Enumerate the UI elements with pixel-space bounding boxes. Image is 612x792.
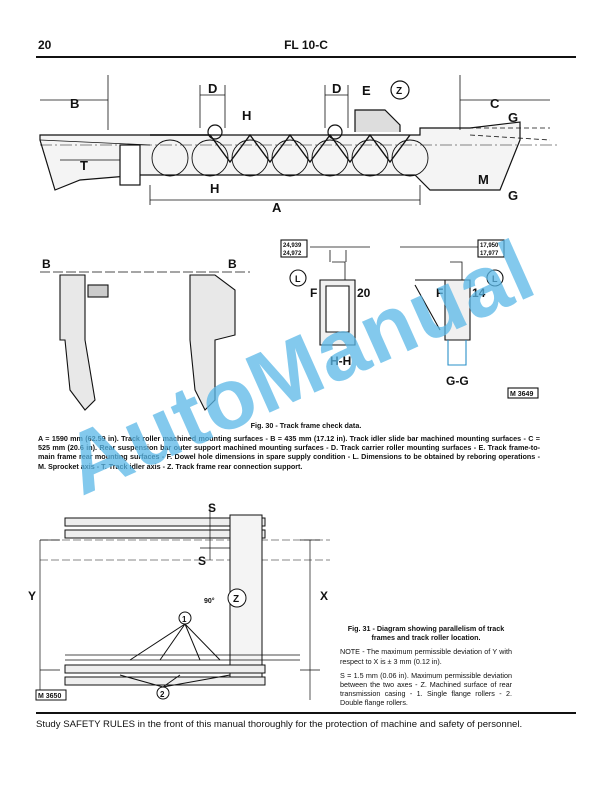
label-H: H	[210, 181, 219, 196]
label-T: T	[80, 158, 88, 173]
fig30-section-labels: B B 24,939 24,972 L F 20 H-H 17,950 17,9…	[42, 243, 533, 398]
hh-title: H-H	[330, 354, 351, 368]
fig30-description: A = 1590 mm (62.59 in). Track roller mac…	[38, 434, 540, 471]
hh-F: F	[310, 286, 317, 300]
label-X: X	[320, 589, 328, 603]
label-B: B	[70, 96, 79, 111]
label-A: A	[272, 200, 282, 215]
hh-dim-top: 24,939	[283, 243, 302, 249]
label-C: C	[490, 96, 500, 111]
gg-14: 14	[472, 286, 486, 300]
gg-dim-top: 17,950	[480, 243, 499, 249]
fig31-ref: M 3650	[38, 693, 61, 700]
header-rule	[36, 56, 576, 58]
label-G: G	[508, 110, 518, 125]
label-angle: 90°	[204, 597, 215, 605]
label-D: D	[208, 81, 217, 96]
fig30-labels: B D H D E Z C G T M G H A	[70, 81, 518, 215]
fig31-note: NOTE - The maximum permissible deviation…	[340, 647, 512, 666]
fig30-ref: M 3649	[510, 391, 533, 398]
footer-safety-note: Study SAFETY RULES in the front of this …	[36, 719, 523, 730]
label-E: E	[362, 83, 371, 98]
gg-dim-bottom: 17,977	[480, 251, 499, 257]
page-header-model: FL 10-C	[284, 38, 328, 52]
label-2: 2	[160, 690, 165, 699]
label-M: M	[478, 172, 489, 187]
section-B-right: B	[228, 257, 237, 271]
label-S: S	[198, 554, 206, 568]
label-G: G	[508, 188, 518, 203]
label-D: D	[332, 81, 341, 96]
fig31-labels: S S Y X 90° Z 1 2 M 3650	[28, 501, 328, 700]
fig31-title: Fig. 31 - Diagram showing parallelism of…	[347, 624, 505, 643]
label-1: 1	[182, 615, 187, 624]
label-S: S	[208, 501, 216, 515]
fig31-diagram	[35, 505, 330, 701]
fig31-caption: Fig. 31 - Diagram showing parallelism of…	[340, 624, 512, 713]
fig30-track-frame	[39, 75, 560, 205]
label-H: H	[242, 108, 251, 123]
footer-rule	[36, 712, 576, 714]
fig30-title: Fig. 30 - Track frame check data.	[250, 421, 362, 430]
hh-20: 20	[357, 286, 371, 300]
hh-dim-bottom: 24,972	[283, 251, 302, 257]
gg-title: G-G	[446, 374, 469, 388]
label-Z: Z	[396, 86, 402, 97]
fig30-sections	[40, 239, 539, 411]
hh-L: L	[295, 274, 301, 284]
fig31-description: S = 1.5 mm (0.06 in). Maximum permissibl…	[340, 670, 512, 708]
label-Y: Y	[28, 589, 36, 603]
label-Z: Z	[233, 594, 239, 605]
section-B-left: B	[42, 257, 51, 271]
gg-L: L	[492, 274, 498, 284]
gg-F: F	[436, 286, 443, 300]
page-number: 20	[38, 38, 52, 52]
